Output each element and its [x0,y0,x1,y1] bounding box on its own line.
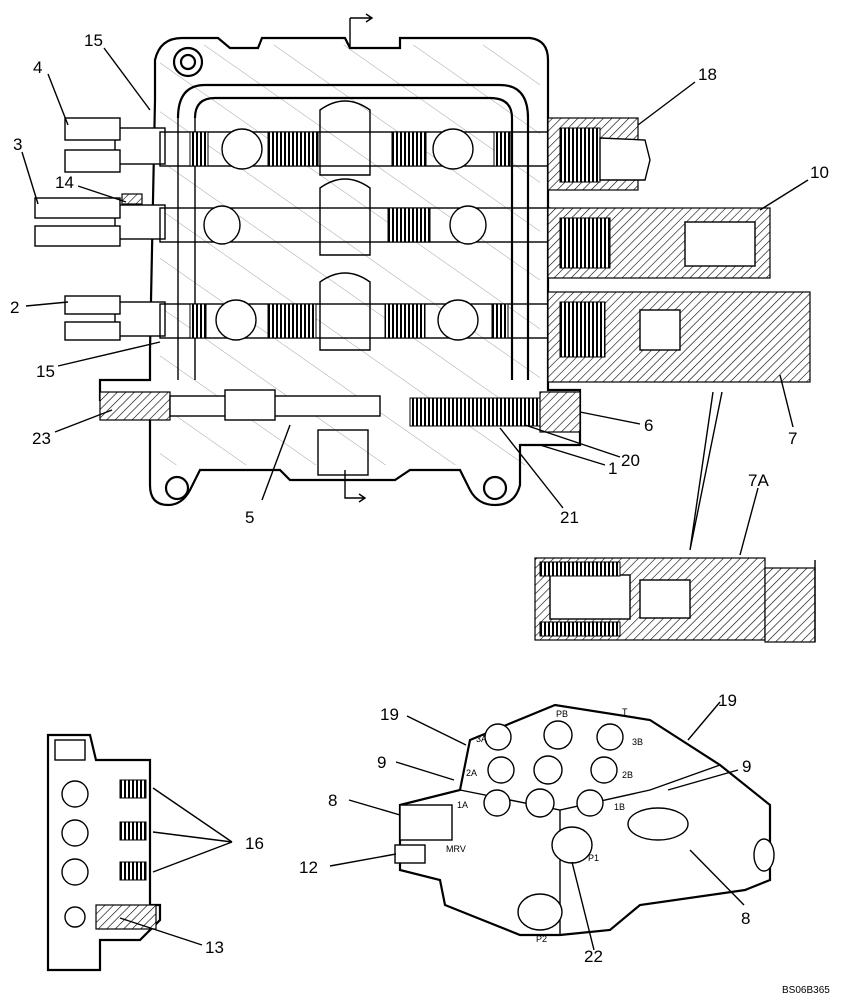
callout-7a: 7A [748,471,769,490]
spool-section-1 [64,272,551,351]
isometric-view [394,703,775,937]
callout-6: 6 [644,416,653,435]
callout-15-bottom: 15 [36,362,55,381]
callout-14: 14 [55,173,74,192]
callout-19-right: 19 [718,691,737,710]
callout-19-left: 19 [380,705,399,724]
port-p1: P1 [588,853,599,863]
spool-section-3 [64,100,551,176]
callout-8-left: 8 [328,791,337,810]
port-3b: 3B [632,737,643,747]
port-markings: PB T 3A 2A 1A 3B 2B 1B MRV P1 P2 [446,707,643,944]
callout-labels: 15 4 3 14 2 15 23 5 21 1 20 6 7 18 10 7A… [10,31,829,966]
valve-section-view [34,13,811,507]
port-t: T [622,707,628,717]
callout-13: 13 [205,938,224,957]
callout-8-right: 8 [741,909,750,928]
callout-2: 2 [10,298,19,317]
callout-12: 12 [299,858,318,877]
port-1b: 1B [614,802,625,812]
port-caps [483,720,624,818]
spool-section-2 [34,178,551,256]
callout-18: 18 [698,65,717,84]
callout-3: 3 [13,135,22,154]
callout-22: 22 [584,947,603,966]
callout-20: 20 [621,451,640,470]
port-p2: P2 [536,934,547,944]
leader-lines [21,47,809,951]
callout-9-left: 9 [377,753,386,772]
callout-5: 5 [245,508,254,527]
callout-1: 1 [608,459,617,478]
callout-21: 21 [560,508,579,527]
port-mrv: MRV [446,844,466,854]
relief-valve [99,389,581,433]
callout-16: 16 [245,834,264,853]
callout-23: 23 [32,429,51,448]
spool-end-caps [547,117,811,383]
callout-9-right: 9 [742,757,751,776]
port-2a: 2A [466,768,477,778]
reference-code: BS06B365 [782,985,830,996]
callout-15-top: 15 [84,31,103,50]
detail-7a [534,391,816,643]
side-view [46,733,162,972]
port-1a: 1A [457,800,468,810]
callout-10: 10 [810,163,829,182]
port-pb: PB [556,709,568,719]
port-3a: 3A [476,734,487,744]
callout-7: 7 [788,429,797,448]
port-2b: 2B [622,770,633,780]
callout-4: 4 [33,58,42,77]
